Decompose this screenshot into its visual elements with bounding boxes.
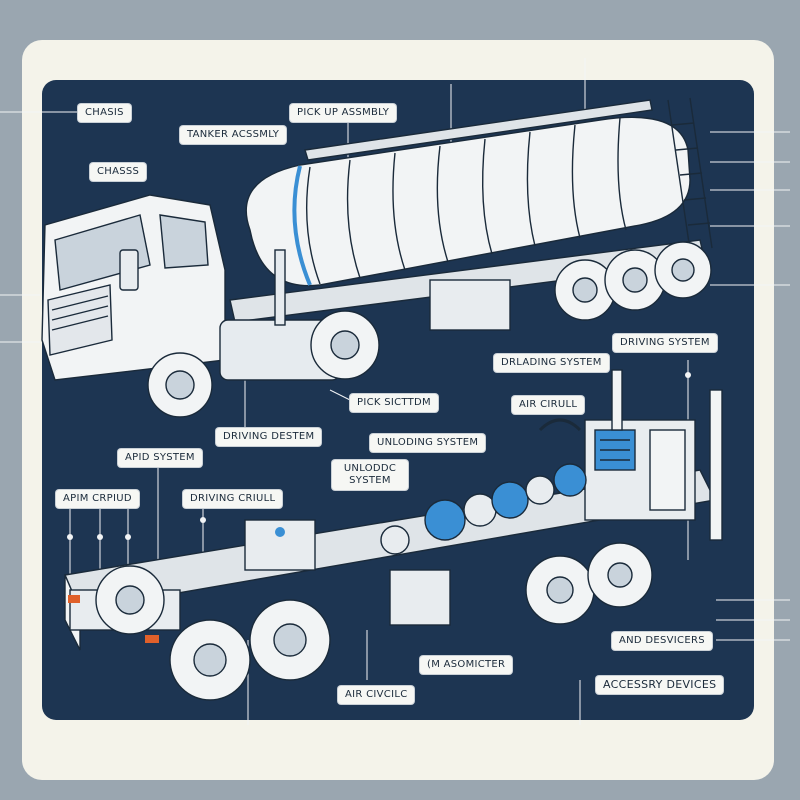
label-apid-system: APID SYSTEM — [118, 449, 202, 467]
pump-assembly — [380, 463, 587, 555]
chassis-bottom — [64, 369, 723, 701]
orange-light — [68, 595, 80, 603]
label-drlading-system: DRLADING SYSTEM — [494, 354, 609, 372]
label-unloddc-system: UNLODDC SYSTEM — [332, 460, 408, 490]
label-and-desvicers: AND DESVICERS — [612, 632, 712, 650]
label-driving-destem: DRIVING DESTEM — [216, 428, 322, 446]
label-tanker-assembly: TANKER ACSSMLY — [180, 126, 287, 144]
label-chasss: CHASSS — [90, 163, 147, 181]
label-chasis: CHASIS — [78, 104, 131, 122]
tank-blue-band — [292, 165, 312, 286]
tanker-truck-top — [41, 97, 713, 418]
bottom-wheels — [95, 542, 653, 701]
label-air-civcilc: AIR CIVCILC — [338, 686, 415, 704]
label-air-cirull: AIR CIRULL — [512, 396, 585, 414]
label-pick-sicttdm: PICK SICTTDM — [350, 394, 438, 412]
label-driving-system: DRIVING SYSTEM — [613, 334, 717, 352]
label-accessry-devices: ACCESSRY DEVICES — [596, 676, 724, 694]
tank-ladder — [667, 97, 713, 251]
label-driving-crull: DRIVING CRIULL — [183, 490, 283, 508]
label-apim-crpiud: APIM CRPIUD — [56, 490, 139, 508]
label-unloding-system: UNLODING SYSTEM — [370, 434, 486, 452]
label-m-asomicter: (M ASOMICTER — [420, 656, 513, 674]
tank-body — [245, 116, 691, 287]
marker-dots — [67, 372, 691, 540]
label-pick-up-assembly: PICK UP ASSMBLY — [290, 104, 397, 122]
top-wheels — [147, 241, 712, 418]
